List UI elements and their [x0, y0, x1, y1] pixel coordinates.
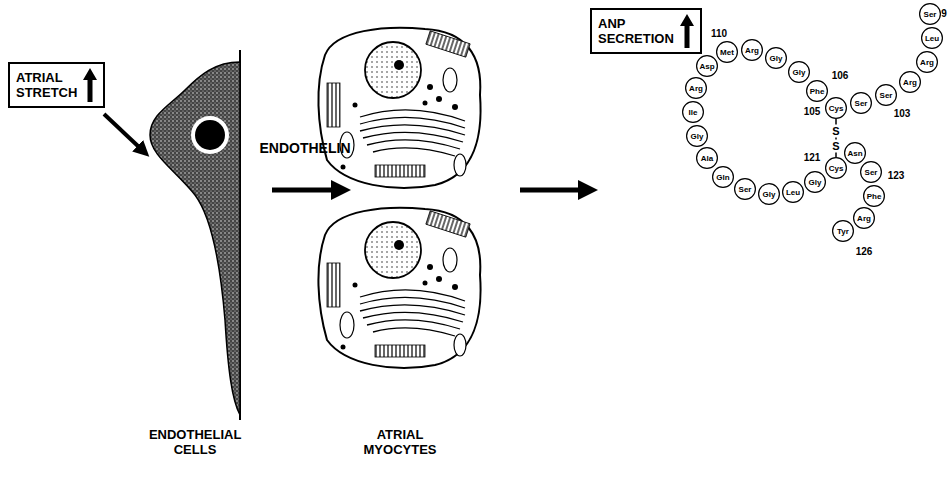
- residue-number: 105: [804, 106, 821, 118]
- amino-acid-circle: Tyr: [832, 220, 854, 242]
- amino-acid-circle: Asn: [844, 142, 866, 164]
- amino-acid-circle: Ala: [696, 147, 718, 169]
- residue-number: 121: [804, 152, 821, 164]
- amino-acid-circle: Arg: [853, 207, 875, 229]
- residue-name: Ala: [696, 147, 718, 169]
- amino-acid-circle: Ser: [875, 84, 897, 106]
- residue-name: Ser: [875, 84, 897, 106]
- stimulus-arrow: [104, 114, 140, 148]
- residue-name: Cys: [825, 157, 847, 179]
- residue-name: Ser: [850, 92, 872, 114]
- box-label: ATRIAL STRETCH: [16, 70, 77, 100]
- amino-acid-circle: Gly: [804, 171, 826, 193]
- amino-acid-circle: Gly: [788, 61, 810, 83]
- amino-acid-circle: Phe: [806, 80, 828, 102]
- process-box: ANP SECRETION: [590, 8, 702, 54]
- residue-name: Cys: [825, 97, 847, 119]
- flow-arrow: [520, 188, 582, 193]
- residue-name: Gly: [686, 125, 708, 147]
- residue-name: Ser: [919, 3, 941, 25]
- residue-name: Tyr: [832, 220, 854, 242]
- amino-acid-circle: Arg: [685, 77, 707, 99]
- residue-name: Phe: [863, 185, 885, 207]
- residue-number: 123: [888, 170, 905, 182]
- residue-name: Phe: [806, 80, 828, 102]
- residue-name: Asn: [844, 142, 866, 164]
- residue-name: Arg: [685, 77, 707, 99]
- amino-acid-circle: Ser: [734, 178, 756, 200]
- amino-acid-circle: Met: [716, 41, 738, 63]
- amino-acid-circle: Gln: [712, 166, 734, 188]
- increase-arrow: [83, 68, 97, 102]
- residue-name: Gly: [758, 183, 780, 205]
- amino-acid-circle: Gly: [686, 125, 708, 147]
- residue-number: 9: [941, 8, 947, 20]
- residue-name: Ser: [860, 161, 882, 183]
- process-box: ATRIAL STRETCH: [8, 62, 105, 108]
- caption-label: ENDOTHELIAL CELLS: [149, 427, 241, 457]
- box-label: ANP SECRETION: [598, 16, 674, 46]
- sulfur-label: S: [831, 140, 840, 153]
- caption-label: ENDOTHELIN: [260, 140, 351, 156]
- residue-number: 126: [856, 246, 873, 258]
- amino-acid-circle: Ser: [919, 3, 941, 25]
- atrial-myocyte: [318, 208, 480, 368]
- amino-acid-circle: Leu: [921, 27, 943, 49]
- flow-arrow: [272, 188, 335, 193]
- residue-number: 106: [832, 70, 849, 82]
- increase-arrow: [680, 14, 694, 48]
- residue-name: Gly: [788, 61, 810, 83]
- amino-acid-circle: Arg: [741, 39, 763, 61]
- residue-name: Ile: [682, 101, 704, 123]
- amino-acid-circle: Asp: [696, 55, 718, 77]
- amino-acid-circle: Ser: [860, 161, 882, 183]
- endothelial-cell: [150, 62, 240, 415]
- residue-number: 103: [894, 108, 911, 120]
- residue-name: Arg: [853, 207, 875, 229]
- residue-name: Leu: [921, 27, 943, 49]
- amino-acid-circle: Phe: [863, 185, 885, 207]
- amino-acid-circle: Cys: [825, 97, 847, 119]
- residue-name: Gly: [804, 171, 826, 193]
- amino-acid-circle: Leu: [782, 181, 804, 203]
- amino-acid-circle: Arg: [899, 71, 921, 93]
- residue-name: Arg: [899, 71, 921, 93]
- amino-acid-circle: Ser: [850, 92, 872, 114]
- nucleus: [195, 120, 225, 150]
- residue-name: Arg: [916, 51, 938, 73]
- residue-name: Arg: [741, 39, 763, 61]
- nucleus-halo: [191, 116, 229, 154]
- amino-acid-circle: Gly: [758, 183, 780, 205]
- amino-acid-circle: Ile: [682, 101, 704, 123]
- caption-label: ATRIAL MYOCYTES: [364, 427, 437, 457]
- atrial-myocyte: [318, 28, 480, 188]
- residue-number: 110: [711, 28, 727, 40]
- amino-acid-circle: Gly: [765, 47, 787, 69]
- amino-acid-circle: Cys: [825, 157, 847, 179]
- residue-name: Gly: [765, 47, 787, 69]
- residue-name: Gln: [712, 166, 734, 188]
- residue-name: Asp: [696, 55, 718, 77]
- amino-acid-circle: Arg: [916, 51, 938, 73]
- residue-name: Leu: [782, 181, 804, 203]
- residue-name: Met: [716, 41, 738, 63]
- residue-name: Ser: [734, 178, 756, 200]
- sulfur-label: S: [831, 125, 840, 138]
